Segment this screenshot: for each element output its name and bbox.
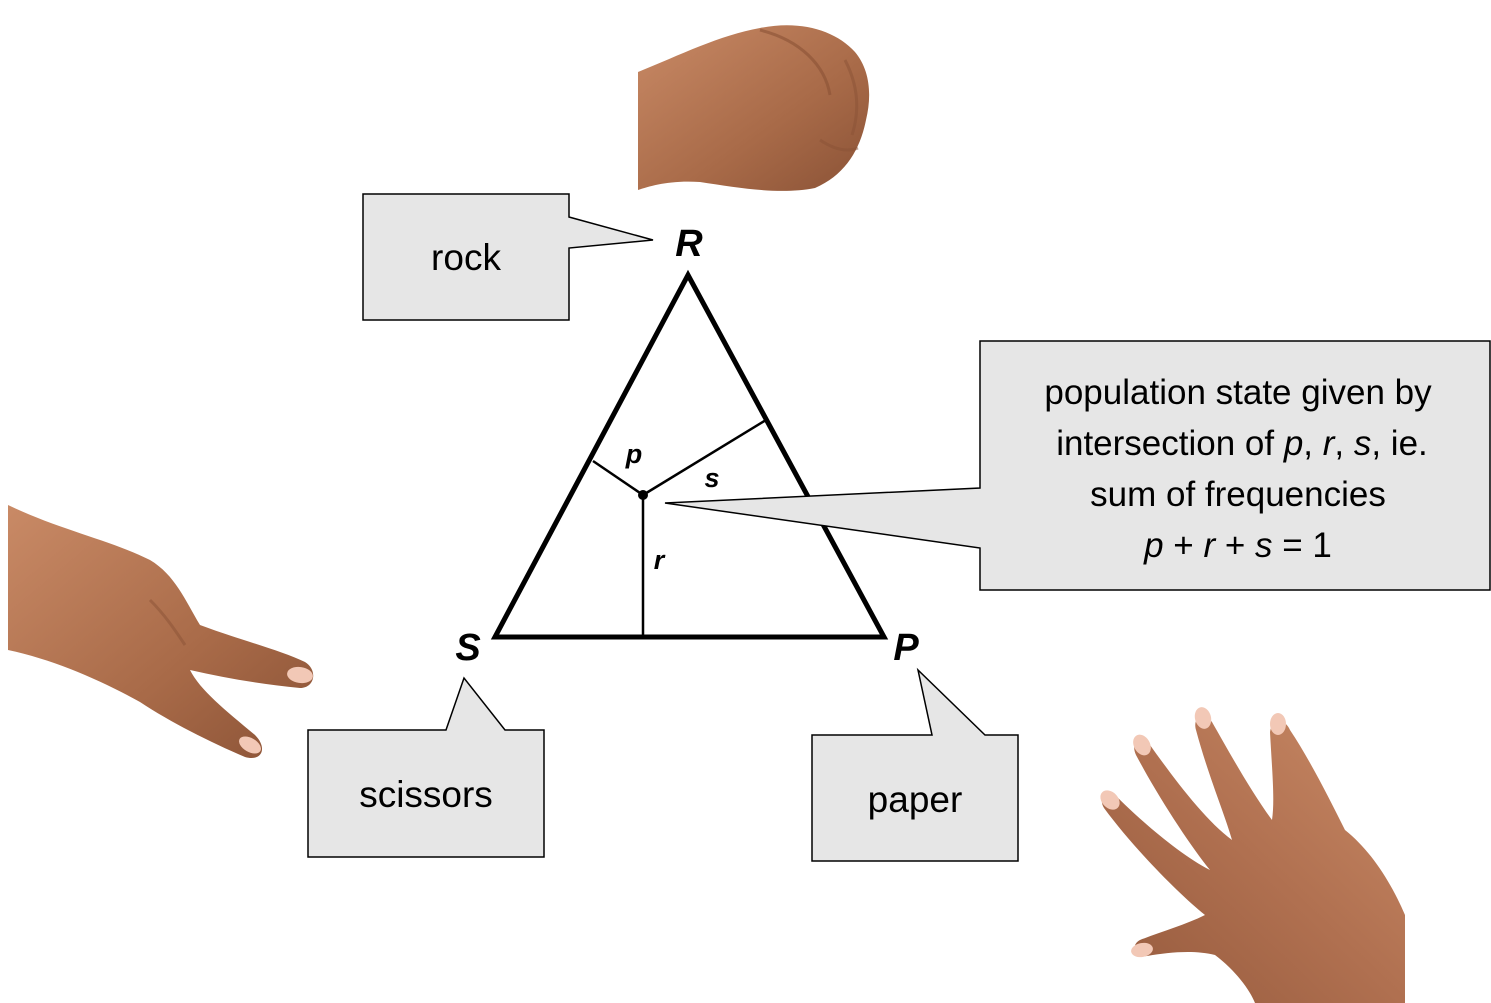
vertex-label-s: S	[455, 627, 480, 669]
segment-label-r: r	[654, 545, 666, 575]
s-line	[642, 418, 767, 497]
p-line	[592, 459, 644, 497]
rock-callout	[362, 193, 654, 321]
explanation-line-3: sum of frequencies	[1090, 475, 1386, 514]
rock-label: rock	[431, 237, 501, 278]
paper-callout	[811, 667, 1019, 862]
explanation-line-2: intersection of p, r, s, ie.	[1056, 424, 1428, 463]
segment-label-s: s	[704, 463, 719, 493]
explanation-line-1: population state given by	[1044, 373, 1432, 412]
frequency-lines	[592, 418, 767, 637]
explanation-line-4: p + r + s = 1	[1143, 526, 1332, 565]
vertex-label-p: P	[893, 627, 919, 669]
scissors-callout	[307, 676, 545, 858]
scissors-label: scissors	[359, 774, 493, 815]
scissors-hand-icon	[8, 505, 314, 759]
simplex-triangle	[490, 269, 889, 640]
population-state-point	[638, 490, 648, 500]
open-hand-icon	[1100, 707, 1405, 1003]
fist-icon	[638, 25, 870, 191]
paper-label: paper	[868, 779, 963, 820]
segment-label-p: p	[625, 439, 643, 469]
vertex-label-r: R	[675, 223, 703, 265]
population-state-callout	[664, 340, 1491, 591]
